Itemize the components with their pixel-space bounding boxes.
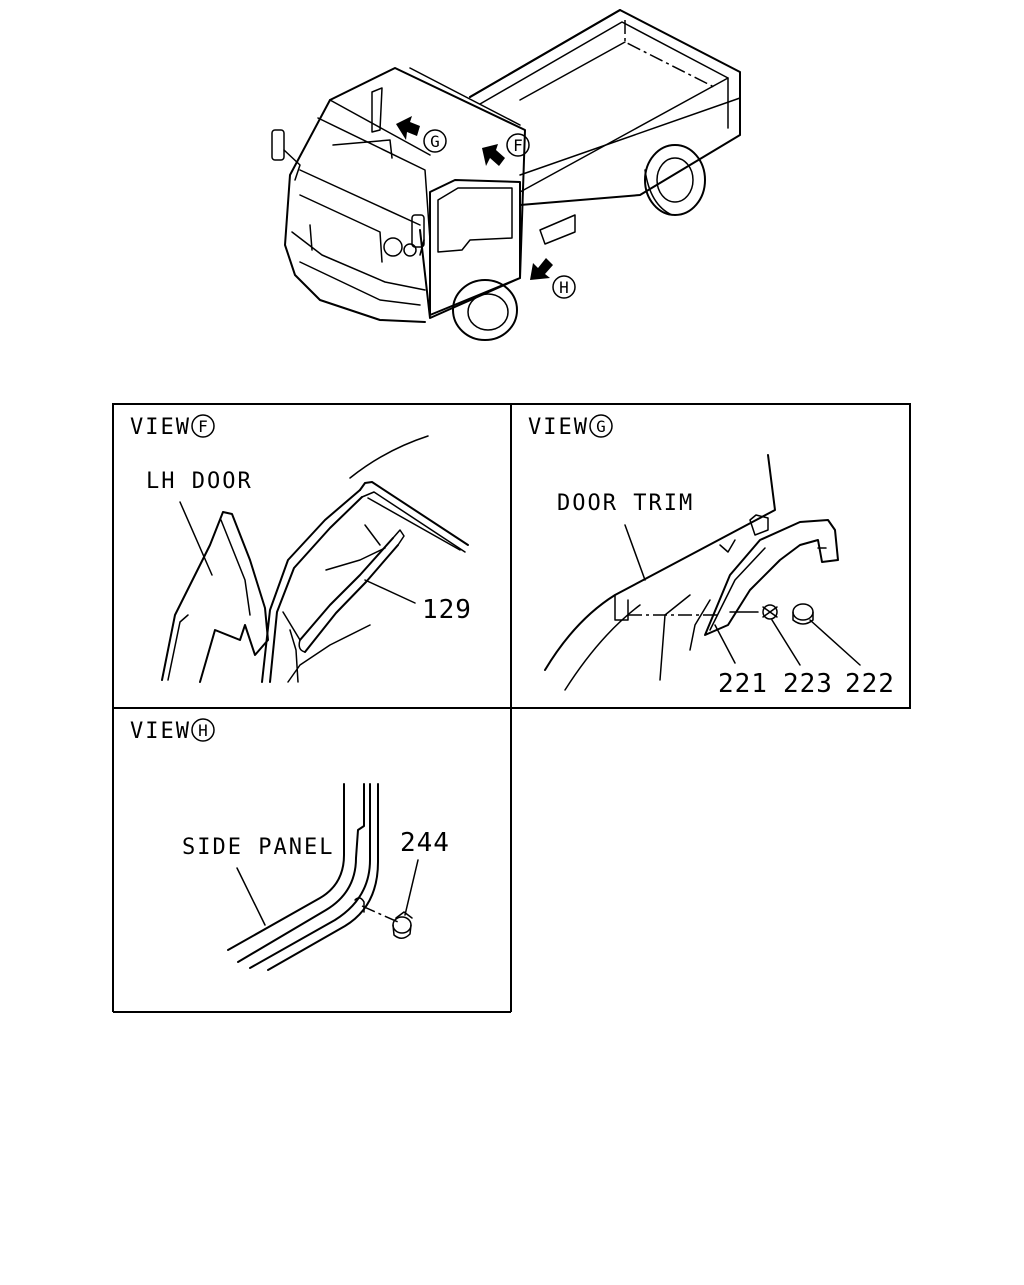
lh-door-leader [179,501,213,576]
view-f-panel: VIEW F LH DOOR 129 [130,414,472,683]
part-129-label[interactable]: 129 [422,595,472,625]
view-g-title: VIEW [528,415,589,440]
part-244-leader [404,859,419,916]
view-f-title: VIEW [130,415,191,440]
side-panel-leader [236,867,266,926]
view-h-panel: VIEW H SIDE PANEL 244 [130,718,450,971]
view-f-letter-circle [191,414,215,438]
callout-h-letter: H [559,278,569,297]
cap-222-shape [792,603,814,621]
part-223-leader [771,619,801,666]
overview-callout-h[interactable]: H [552,275,576,299]
clip-223-shape [762,604,778,620]
part-222-leader [809,619,861,666]
part-223-label[interactable]: 223 [783,669,833,699]
arrow-to-view-f [482,144,505,166]
part-221-leader [714,624,736,664]
view-g-letter-circle [589,414,613,438]
arrow-to-view-g [396,116,420,140]
view-g-letter: G [596,417,606,436]
part-222-label[interactable]: 222 [845,669,895,699]
overview-callout-g[interactable]: G [423,129,447,153]
side-panel-label: SIDE PANEL [182,835,334,860]
callout-g-letter: G [430,132,440,151]
overview-callout-f[interactable]: F [506,133,530,157]
lh-door-label: LH DOOR [146,469,253,494]
arrow-to-view-h [530,258,553,280]
view-g-panel: VIEW G DOOR TRIM 221 223 222 [528,414,895,699]
clip-244-shape [392,916,412,934]
part-129-leader [364,579,416,604]
view-h-letter: H [198,721,208,740]
door-trim-leader [624,524,646,581]
view-h-title: VIEW [130,719,191,744]
view-f-letter: F [198,417,208,436]
view-h-letter-circle [191,718,215,742]
truck-overview-illustration [271,9,741,341]
part-221-label[interactable]: 221 [718,669,768,699]
door-trim-label: DOOR TRIM [557,491,694,516]
callout-f-letter: F [513,136,523,155]
part-244-label[interactable]: 244 [400,828,450,858]
